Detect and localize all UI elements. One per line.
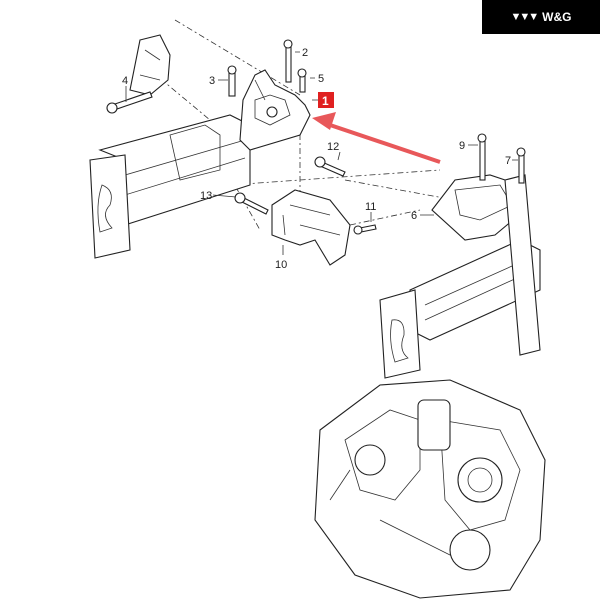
body-bracket [129,34,171,96]
callout-4: 4 [122,75,128,87]
engine-mount-part-1 [239,69,311,151]
callout-12: 12 [327,141,339,153]
callout-10: 10 [275,259,287,271]
brand-logo: ▼▼▼ W&G [482,0,600,34]
callout-9: 9 [459,140,465,152]
callout-11: 11 [365,201,376,213]
right-subframe-member [379,174,541,379]
bolts [106,39,526,235]
highlight-arrow [312,112,441,164]
callout-6: 6 [411,210,417,222]
callout-7: 7 [505,155,511,167]
callout-3: 3 [209,75,215,87]
callout-1-highlight [318,92,334,108]
callout-5: 5 [318,73,324,85]
transmission-housing [314,379,546,599]
gearbox-mount-part-10 [271,189,351,266]
callout-13: 13 [200,190,212,202]
callout-2: 2 [302,47,308,59]
logo-mark-icon: ▼▼▼ [510,11,540,23]
callout-1: 1 [322,94,329,108]
left-subframe-member [89,114,251,259]
logo-text: W&G [542,10,572,24]
